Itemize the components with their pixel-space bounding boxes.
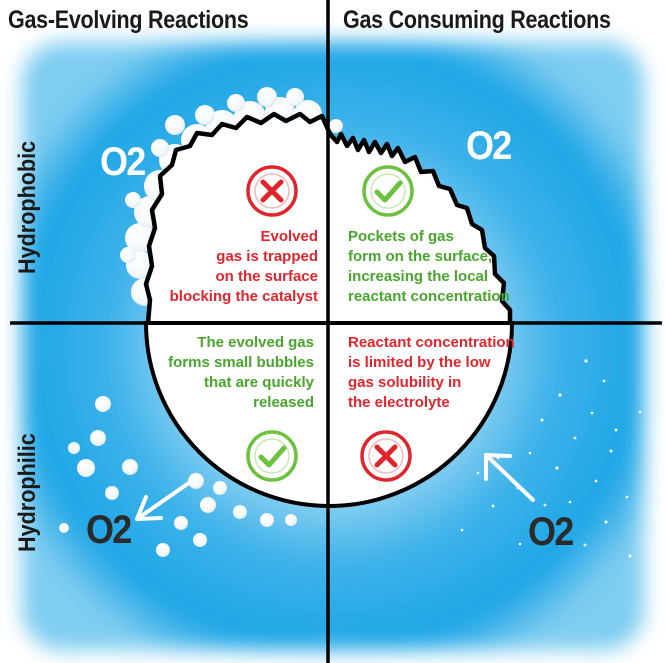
released-gas-bubbles: [59, 396, 297, 557]
o2-label-top-right: O2: [466, 124, 512, 168]
row-label-hydrophilic: Hydrophilic: [14, 433, 41, 552]
caption-hydrophobic-gas-evolving: Evolved gas is trapped on the surface bl…: [169, 228, 318, 305]
o2-label-bottom-right: O2: [528, 510, 574, 554]
dissolved-gas-dots: [460, 359, 642, 558]
column-title-gas-evolving: Gas-Evolving Reactions: [8, 6, 249, 34]
cross-icon: [360, 430, 412, 482]
o2-label-bottom-left: O2: [86, 508, 132, 552]
caption-hydrophobic-gas-consuming: Pockets of gas form on the surface, incr…: [348, 228, 510, 305]
cross-icon: [246, 165, 298, 217]
caption-hydrophilic-gas-consuming: Reactant concentration is limited by the…: [348, 334, 515, 411]
o2-label-top-left: O2: [100, 140, 146, 184]
caption-hydrophilic-gas-evolving: The evolved gas forms small bubbles that…: [168, 334, 314, 411]
check-icon: [362, 165, 414, 217]
row-label-hydrophobic: Hydrophobic: [14, 140, 41, 274]
gas-release-arrow: [135, 476, 198, 521]
check-icon: [246, 430, 298, 482]
gas-uptake-arrow: [484, 453, 535, 502]
column-title-gas-consuming: Gas Consuming Reactions: [343, 6, 611, 34]
